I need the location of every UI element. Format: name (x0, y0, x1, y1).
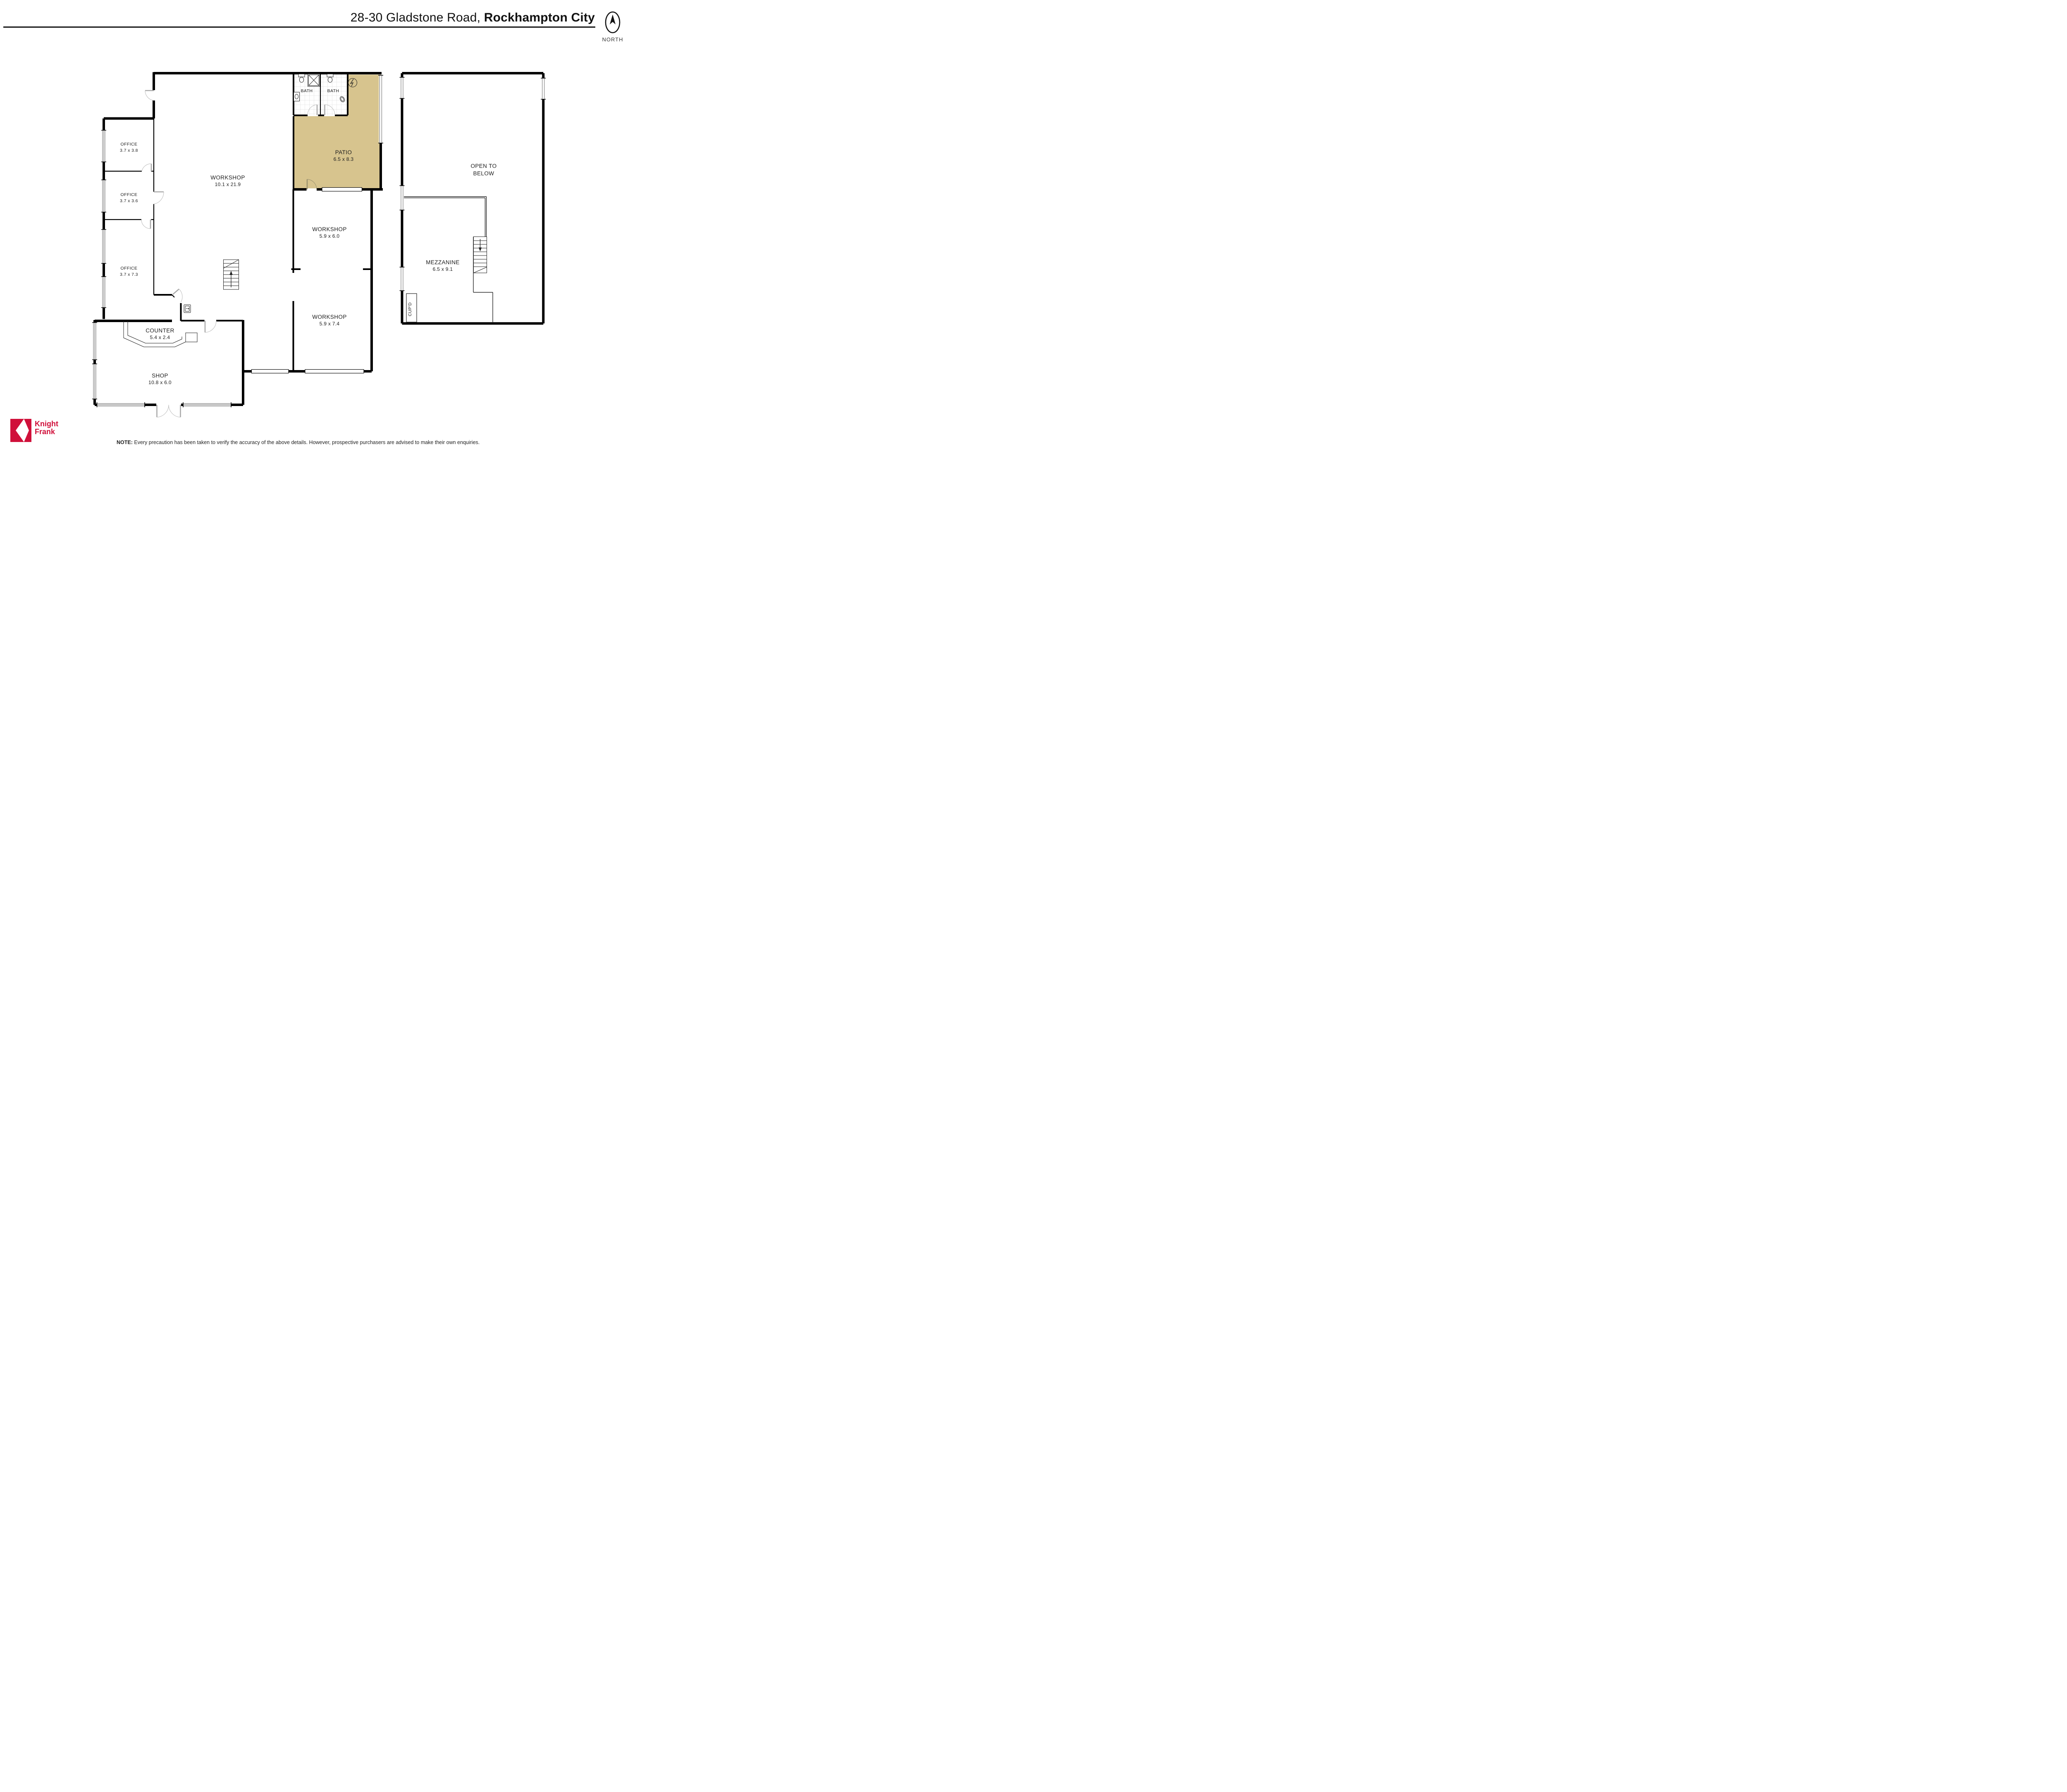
svg-text:3.7 x 3.6: 3.7 x 3.6 (120, 198, 138, 203)
door-arc (153, 191, 164, 204)
shower-icon (308, 74, 320, 87)
svg-text:MEZZANINE: MEZZANINE (426, 259, 460, 265)
svg-text:PATIO: PATIO (335, 149, 352, 155)
room-label-office-2: OFFICE 3.7 x 3.6 (120, 192, 138, 203)
exterior-walls (93, 72, 383, 406)
window (96, 402, 145, 407)
window (183, 402, 232, 407)
door-arc (145, 90, 154, 101)
room-label-open-to-below: OPEN TO BELOW (470, 163, 496, 177)
floorplan-page: 28-30 Gladstone Road, Rockhampton City N… (0, 0, 628, 448)
window (378, 75, 383, 143)
svg-text:10.8 x 6.0: 10.8 x 6.0 (148, 380, 172, 385)
partition-walls (104, 74, 321, 298)
window (251, 369, 289, 374)
window (101, 130, 106, 162)
window (541, 78, 546, 100)
toilet-icon (298, 74, 305, 83)
electric-meter-icon (348, 78, 357, 87)
room-label-workshop-main: WORKSHOP 10.1 x 21.9 (210, 174, 245, 187)
svg-text:5.4 x 2.4: 5.4 x 2.4 (150, 335, 170, 340)
knight-frank-logo (10, 419, 31, 444)
header-rule (3, 26, 595, 28)
note-label: NOTE: (117, 440, 133, 445)
north-arrow-icon (604, 11, 622, 37)
room-label-shop: SHOP 10.8 x 6.0 (148, 373, 172, 385)
room-label-office-3: OFFICE 3.7 x 7.3 (120, 266, 138, 277)
svg-text:WORKSHOP: WORKSHOP (312, 314, 346, 320)
svg-text:5.9 x 7.4: 5.9 x 7.4 (320, 321, 340, 327)
room-label-mezzanine: MEZZANINE 6.5 x 9.1 (426, 259, 460, 272)
window (305, 369, 364, 374)
svg-text:OPEN TO: OPEN TO (470, 163, 496, 169)
svg-text:BELOW: BELOW (473, 170, 494, 177)
svg-text:BATH: BATH (301, 88, 313, 93)
window (399, 267, 405, 291)
sink-icon (339, 96, 345, 103)
door-arc (307, 104, 318, 115)
doors (141, 90, 335, 418)
svg-text:WORKSHOP: WORKSHOP (210, 174, 245, 181)
window (399, 77, 405, 99)
svg-text:OFFICE: OFFICE (121, 192, 138, 197)
svg-text:WORKSHOP: WORKSHOP (312, 226, 346, 232)
room-label-counter: COUNTER 5.4 x 2.4 (146, 327, 174, 340)
room-label-bath-2: BATH (327, 88, 339, 93)
window (399, 185, 405, 210)
stairs-up-icon (223, 259, 239, 290)
window (92, 322, 97, 360)
floorplan-drawing: OFFICE 3.7 x 3.8 OFFICE 3.7 x 3.6 OFFICE… (92, 72, 546, 418)
door-arc (156, 404, 181, 418)
water-heater-icon (184, 304, 191, 313)
page-title: 28-30 Gladstone Road, Rockhampton City (351, 11, 595, 25)
brand-line-1: Knight (35, 420, 58, 428)
svg-text:6.5 x 9.1: 6.5 x 9.1 (433, 266, 453, 272)
svg-text:OFFICE: OFFICE (121, 266, 138, 271)
svg-text:SHOP: SHOP (152, 373, 168, 379)
fixtures (123, 74, 487, 347)
window (92, 363, 97, 399)
room-label-cupboard: CUP'D (408, 302, 413, 316)
door-arc (141, 219, 151, 229)
door-arc (172, 289, 183, 303)
svg-text:BATH: BATH (327, 88, 339, 93)
stairs-down-icon (473, 237, 487, 273)
svg-text:OFFICE: OFFICE (121, 142, 138, 147)
room-label-bath-1: BATH (301, 88, 313, 93)
svg-text:10.1 x 21.9: 10.1 x 21.9 (215, 182, 241, 187)
room-label-workshop-mid: WORKSHOP 5.9 x 6.0 (312, 226, 346, 239)
north-label: NORTH (602, 36, 623, 43)
door-arc (204, 320, 217, 333)
right-building-walls (401, 72, 545, 325)
window (322, 187, 363, 192)
window (101, 229, 106, 264)
svg-text:3.7 x 7.3: 3.7 x 7.3 (120, 272, 138, 277)
sink-icon (294, 92, 300, 101)
toilet-icon (327, 74, 334, 83)
door-arc (141, 163, 152, 172)
svg-text:3.7 x 3.8: 3.7 x 3.8 (120, 148, 138, 153)
note-text: Every precaution has been taken to verif… (134, 440, 480, 445)
windows (92, 75, 546, 407)
title-suburb: Rockhampton City (484, 11, 595, 24)
svg-text:5.9 x 6.0: 5.9 x 6.0 (320, 233, 340, 239)
svg-text:6.5 x 8.3: 6.5 x 8.3 (334, 156, 354, 162)
brand-name: Knight Frank (35, 420, 58, 436)
window (101, 276, 106, 308)
brand-line-2: Frank (35, 427, 55, 436)
door-arc (324, 104, 335, 115)
title-address: 28-30 Gladstone Road, (350, 11, 481, 24)
room-label-office-1: OFFICE 3.7 x 3.8 (120, 142, 138, 153)
room-label-patio: PATIO 6.5 x 8.3 (334, 149, 354, 162)
door-arc (306, 179, 317, 190)
svg-text:CUP'D: CUP'D (408, 302, 413, 316)
counter-outline (123, 321, 198, 347)
disclaimer-note: NOTE: Every precaution has been taken to… (117, 440, 480, 445)
window (101, 179, 106, 213)
svg-text:COUNTER: COUNTER (146, 327, 174, 334)
cupboard-outline (406, 293, 417, 323)
room-label-workshop-low: WORKSHOP 5.9 x 7.4 (312, 314, 346, 327)
patio-floor (294, 74, 381, 189)
